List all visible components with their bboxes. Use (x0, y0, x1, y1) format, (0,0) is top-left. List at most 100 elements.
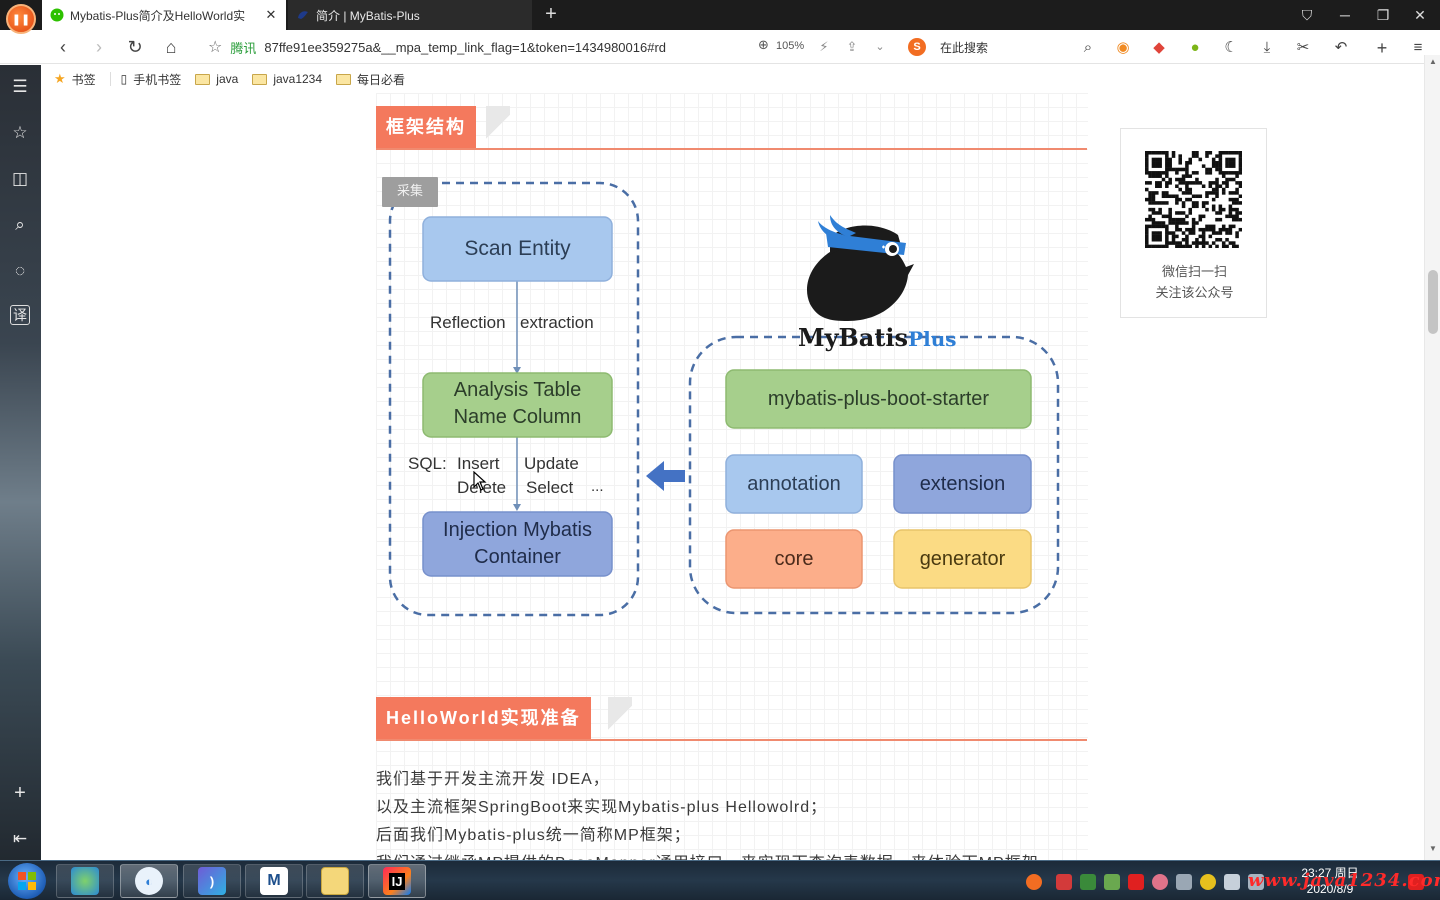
search-icon[interactable]: ⌕ (15, 215, 25, 234)
bookmark-item[interactable]: ▯ 手机书签 (121, 71, 182, 88)
undo-icon[interactable]: ↶ (1334, 39, 1348, 56)
wechat-icon (50, 8, 64, 22)
add-icon[interactable]: + (1376, 38, 1388, 58)
game-controller-icon[interactable]: ◉ (1116, 39, 1130, 56)
taskbar-app-browser[interactable]: ◐ (120, 864, 178, 898)
bookmark-label: 书签 (71, 72, 96, 87)
taskbar-app-navicat[interactable]: M (245, 864, 303, 898)
framework-diagram: 采集 Scan Entity Reflection extraction Ana… (378, 171, 1068, 621)
translate-icon[interactable]: 译 (10, 305, 30, 325)
taskbar-app-explorer[interactable] (306, 864, 364, 898)
bookmark-folder-java1234[interactable]: java1234 (252, 72, 322, 86)
flower-icon[interactable] (1152, 874, 1168, 890)
folder-icon (321, 867, 349, 895)
notification-icon[interactable] (1408, 874, 1424, 890)
share-icon[interactable]: ⇪ (846, 39, 858, 54)
bookmark-label: java (216, 72, 239, 86)
close-window-button[interactable]: ✕ (1414, 7, 1426, 23)
bookmark-folder-daily[interactable]: 每日必看 (336, 71, 405, 88)
search-icon[interactable]: ⌕ (1083, 39, 1093, 56)
bookmark-star-icon[interactable]: ☆ (208, 39, 223, 56)
scroll-thumb[interactable] (1428, 270, 1438, 334)
news-icon[interactable]: ☰ (12, 77, 28, 96)
zoom-icon[interactable]: ⊕ (758, 37, 769, 52)
tab-title: Mybatis-Plus简介及HelloWorld实 (70, 8, 246, 23)
add-icon[interactable]: + (14, 782, 26, 804)
nvidia-icon[interactable] (1104, 874, 1120, 890)
injection-container-box (422, 511, 613, 577)
scroll-down-icon[interactable]: ▼ (1429, 844, 1437, 853)
secure-site-label: 腾讯 (230, 40, 257, 56)
sql-label: SQL: (408, 454, 447, 473)
url-text[interactable]: 87ffe91ee359275a&__mpa_temp_link_flag=1&… (264, 39, 667, 55)
bookmark-folder-java[interactable]: java (195, 72, 238, 86)
divider (109, 72, 111, 86)
tray-red-icon[interactable] (1056, 874, 1072, 890)
bookmark-label: java1234 (273, 72, 323, 86)
new-tab-button[interactable]: + (545, 3, 557, 25)
wps-icon[interactable] (1128, 874, 1144, 890)
injection-label: Injection Mybatis Container (423, 517, 612, 571)
windows-taskbar: ◐ ) M IJ 23:27 周日 2020/8/9 (0, 860, 1440, 900)
navicat-icon: M (260, 867, 288, 895)
taskbar-clock[interactable]: 23:27 周日 2020/8/9 (1292, 865, 1368, 897)
green-extension-icon[interactable]: ● (1190, 39, 1200, 56)
core-label: core (774, 547, 814, 570)
taskbar-app-intellij[interactable]: IJ (368, 864, 426, 898)
start-button[interactable] (8, 863, 46, 899)
network-icon[interactable] (1176, 874, 1192, 890)
phone-icon: ▯ (120, 72, 128, 86)
folder-icon (252, 73, 268, 85)
qr-code-icon[interactable] (1145, 151, 1242, 248)
red-extension-icon[interactable]: ◆ (1153, 39, 1165, 56)
tray-yellow-icon[interactable] (1200, 874, 1216, 890)
back-button[interactable]: ‹ (60, 37, 66, 57)
bookmark-item[interactable]: ★ 书签 (54, 71, 96, 88)
mybatis-plus-bird-icon (806, 215, 914, 321)
menu-icon[interactable]: ≡ (1413, 39, 1423, 56)
sogou-search-icon[interactable]: S (908, 38, 926, 56)
screenshot-scissors-icon[interactable]: ✂ (1296, 39, 1310, 56)
browser-logo-icon[interactable]: ❚❚ (6, 4, 36, 34)
control-panel-icon (71, 867, 99, 895)
scroll-up-icon[interactable]: ▲ (1429, 57, 1437, 66)
connector-arrowhead (513, 367, 521, 374)
lightning-icon[interactable]: ⚡ (819, 39, 829, 54)
taskbar-app-ide[interactable]: ) (183, 864, 241, 898)
shield-icon[interactable] (1080, 874, 1096, 890)
taskbar-app-control-panel[interactable] (56, 864, 114, 898)
boot-starter-box (725, 369, 1032, 429)
page-scrollbar[interactable]: ▲ ▼ (1424, 55, 1440, 860)
tab-close-icon[interactable]: ✕ (265, 7, 277, 22)
mybatis-bird-icon (298, 11, 308, 19)
address-bar[interactable]: ☆ 腾讯 87ffe91ee359275a&__mpa_temp_link_fl… (208, 35, 898, 59)
skin-icon[interactable]: ⛉ (1301, 7, 1313, 23)
reading-book-icon[interactable]: ◫ (11, 169, 29, 188)
connector-arrowhead (513, 504, 521, 511)
annotation-label: annotation (747, 472, 841, 495)
intellij-icon: IJ (383, 867, 411, 895)
night-mode-icon[interactable]: ☾ (1224, 39, 1238, 56)
chat-bubble-icon[interactable]: ◌ (14, 261, 26, 280)
favorites-star-icon[interactable]: ☆ (12, 123, 28, 142)
reload-button[interactable]: ↻ (127, 37, 143, 57)
download-icon[interactable]: ⤓ (1263, 39, 1271, 56)
sogou-input-icon[interactable] (1026, 874, 1042, 890)
volume-icon[interactable] (1224, 874, 1240, 890)
tab-mybatis-plus-article[interactable]: Mybatis-Plus简介及HelloWorld实 ✕ (42, 0, 286, 30)
zoom-level[interactable]: 105% (776, 40, 805, 52)
search-box[interactable]: S 在此搜索 (908, 36, 1098, 58)
monitor-icon[interactable] (1248, 874, 1264, 890)
home-button[interactable]: ⌂ (165, 37, 177, 57)
chevron-down-icon[interactable]: ⌄ (875, 41, 885, 53)
bookmark-label: 手机书签 (133, 72, 182, 87)
analysis-line-2: Name Column (453, 406, 582, 428)
minimize-button[interactable]: ─ (1340, 7, 1350, 23)
collapse-sidebar-icon[interactable]: ⇤ (12, 829, 28, 848)
sql-insert-label: Insert (457, 454, 500, 473)
restore-button[interactable]: ❐ (1376, 7, 1390, 23)
forward-button[interactable]: › (96, 37, 102, 57)
extension-label: extension (919, 472, 1006, 495)
tab-mybatis-plus-docs[interactable]: 简介 | MyBatis-Plus (288, 0, 532, 30)
collect-badge[interactable]: 采集 (382, 177, 438, 207)
